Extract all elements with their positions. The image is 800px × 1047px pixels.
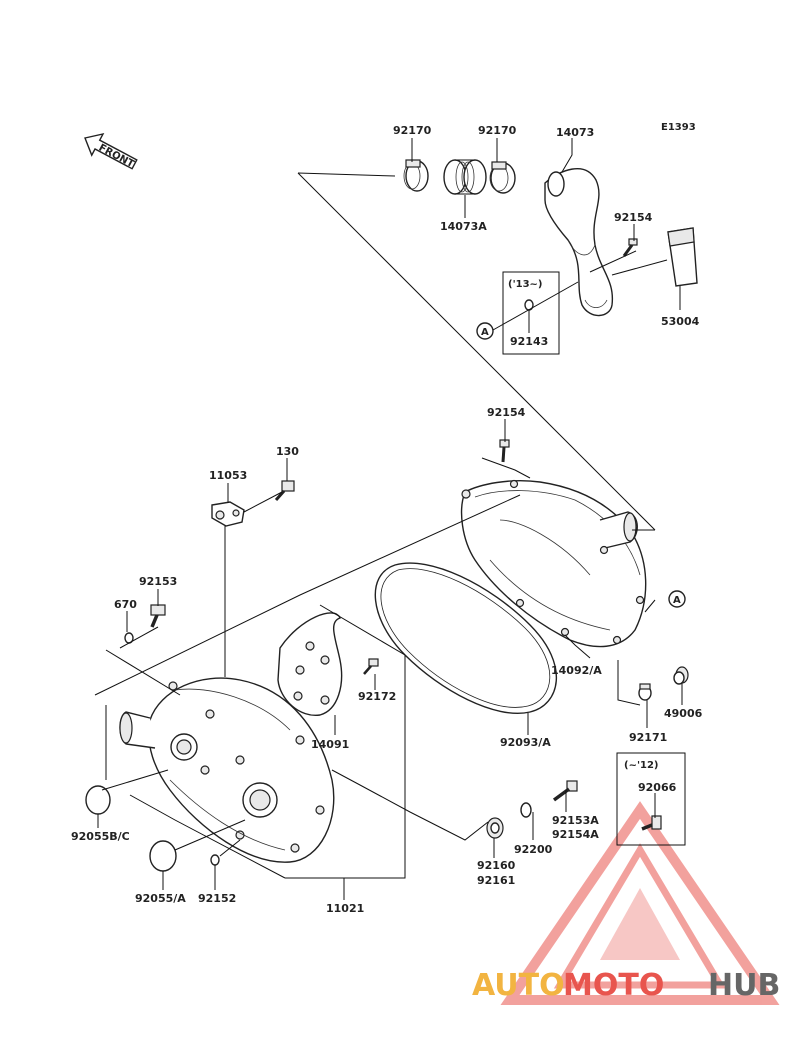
screw-92154-top [622, 238, 638, 257]
label-92160: 92160 [477, 859, 516, 872]
gasket-92093A [374, 562, 557, 714]
label-11053: 11053 [209, 469, 247, 482]
clamp-92171 [638, 683, 652, 701]
label-130: 130 [276, 445, 299, 458]
bolt-130 [274, 480, 295, 501]
label-92153: 92153 [139, 575, 177, 588]
washer-92152 [210, 854, 220, 866]
label-92143: 92143 [510, 335, 548, 348]
duct-14073 [544, 168, 614, 317]
watermark-part3: HUB [708, 968, 780, 1003]
label-92154A: 92154A [552, 828, 599, 841]
diagram-code: E1393 [661, 122, 696, 133]
clamp-92170-left [403, 159, 429, 192]
label-92152: 92152 [198, 892, 236, 905]
front-label: FRONT [97, 142, 136, 170]
label-92200: 92200 [514, 843, 553, 856]
label-92170-right: 92170 [478, 124, 517, 137]
bracket-11053 [211, 501, 245, 527]
label-92093A: 92093/A [500, 736, 551, 749]
label-11021: 11021 [326, 902, 364, 915]
cover-11021 [119, 677, 335, 863]
variant-box-12 [616, 752, 686, 846]
bracket-14091 [277, 612, 343, 716]
o-ring-92055BC [85, 785, 111, 815]
label-plate-53004 [667, 227, 698, 287]
label-92154-top: 92154 [614, 211, 653, 224]
clamp-92170-right [489, 161, 516, 194]
washer-92200 [520, 802, 532, 818]
watermark-part2: MOTO [563, 968, 664, 1003]
front-arrow-icon: FRONT [84, 132, 138, 170]
label-14073A: 14073A [440, 220, 487, 233]
label-92153A: 92153A [552, 814, 599, 827]
watermark-part1: AUTO [472, 968, 565, 1003]
label-92066: 92066 [638, 781, 677, 794]
label-53004: 53004 [661, 315, 700, 328]
callout-a-top-label: A [481, 327, 489, 338]
fitting-92066 [641, 815, 662, 831]
variant-box-13 [502, 271, 560, 355]
label-670: 670 [114, 598, 137, 611]
callout-a-cover: A [668, 590, 686, 608]
label-92170-left: 92170 [393, 124, 432, 137]
callout-a-top: A [476, 322, 494, 340]
watermark-logo [500, 801, 780, 1005]
label-92161: 92161 [477, 874, 515, 887]
label-14091: 14091 [311, 738, 349, 751]
label-92172: 92172 [358, 690, 396, 703]
part-labels: 92170 92170 14073 14073A 92154 53004 ('1… [71, 124, 703, 915]
label-note-13: ('13~) [508, 279, 543, 290]
grommet-92160 [486, 817, 504, 839]
label-note-12: (~'12) [624, 760, 659, 771]
leader-lines [94, 138, 683, 900]
label-14092A: 14092/A [551, 664, 602, 677]
screw-92172 [363, 658, 379, 675]
callout-a-cover-label: A [673, 595, 681, 606]
o-ring-92055A [149, 840, 177, 872]
label-92055BC: 92055B/C [71, 830, 130, 843]
label-92055A: 92055/A [135, 892, 186, 905]
drain-plug-49006 [673, 666, 689, 685]
label-92171: 92171 [629, 731, 667, 744]
label-49006: 49006 [664, 707, 703, 720]
watermark-text: AUTO MOTO HUB [472, 968, 780, 1003]
cover-14092A [460, 479, 647, 648]
label-92154-mid: 92154 [487, 406, 526, 419]
label-14073: 14073 [556, 126, 594, 139]
screw-92154-mid [499, 439, 510, 463]
bolt-92153 [150, 604, 166, 628]
boot-14073A [443, 159, 487, 195]
